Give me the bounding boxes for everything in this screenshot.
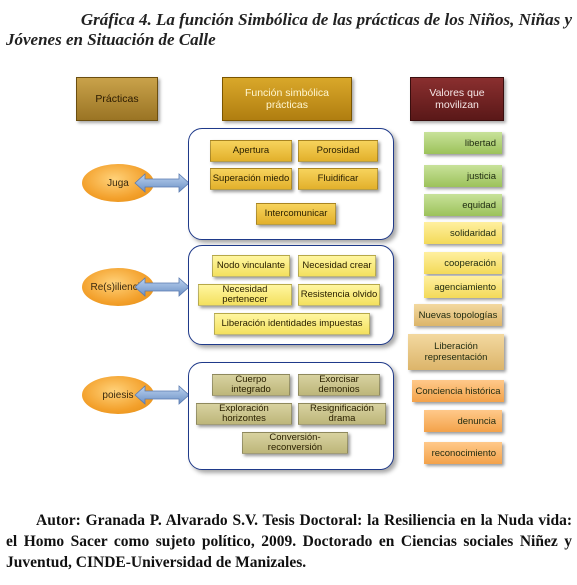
function-intercomunicar: Intercomunicar: [256, 203, 336, 225]
function-superacion-miedo-label: Superación miedo: [212, 173, 290, 184]
function-apertura: Apertura: [210, 140, 292, 162]
figure-caption: Autor: Granada P. Alvarado S.V. Tesis Do…: [6, 512, 572, 571]
function-liberacion-identidades: Liberación identidades impuestas: [214, 313, 370, 335]
function-necesidad-pertenecer: Necesidad pertenecer: [198, 284, 292, 306]
function-apertura-label: Apertura: [232, 145, 270, 156]
value-conciencia-historica-label: Conciencia histórica: [415, 385, 501, 397]
function-superacion-miedo: Superación miedo: [210, 168, 292, 190]
practice-juga-label: Juga: [107, 177, 129, 189]
value-nuevas-topologias: Nuevas topologías: [414, 304, 502, 326]
function-intercomunicar-label: Intercomunicar: [264, 208, 328, 219]
function-liberacion-identidades-label: Liberación identidades impuestas: [221, 318, 363, 329]
value-agenciamiento: agenciamiento: [424, 276, 502, 298]
value-agenciamiento-label: agenciamiento: [434, 281, 496, 293]
function-resistencia-olvido: Resistencia olvido: [298, 284, 380, 306]
function-exploracion-horizontes: Exploración horizontes: [196, 403, 292, 425]
title-line-1: Gráfica 4. La función Simbólica de las p…: [80, 10, 572, 29]
value-denuncia-label: denuncia: [457, 415, 496, 427]
function-porosidad: Porosidad: [298, 140, 378, 162]
value-solidaridad-label: solidaridad: [450, 227, 496, 239]
value-justicia-label: justicia: [466, 170, 496, 182]
double-arrow-2: [134, 277, 190, 297]
function-necesidad-crear-label: Necesidad crear: [302, 260, 372, 271]
function-cuerpo-integrado: Cuerpo integrado: [212, 374, 290, 396]
value-nuevas-topologias-label: Nuevas topologías: [418, 309, 498, 321]
value-libertad: libertad: [424, 132, 502, 154]
practice-poiesis-label: poiesis: [102, 389, 134, 401]
value-equidad: equidad: [424, 194, 502, 216]
title-line-2: Jóvenes en Situación de Calle: [6, 30, 216, 49]
header-practicas: Prácticas: [76, 77, 158, 121]
value-liberacion-representacion-label: Liberación representación: [424, 341, 488, 363]
practice-resiliencia-label: Re(s)iliencia: [90, 281, 146, 293]
value-reconocimiento-label: reconocimiento: [431, 447, 496, 459]
function-fluidificar: Fluidificar: [298, 168, 378, 190]
function-exorcisar-demonios-label: Exorcisar demonios: [318, 374, 360, 395]
value-liberacion-representacion: Liberación representación: [408, 334, 504, 370]
value-conciencia-historica: Conciencia histórica: [412, 380, 504, 402]
function-cuerpo-integrado-label: Cuerpo integrado: [231, 374, 271, 395]
value-solidaridad: solidaridad: [424, 222, 502, 244]
figure-title: Gráfica 4. La función Simbólica de las p…: [6, 10, 572, 50]
function-resignificacion-drama: Resignificación drama: [298, 403, 386, 425]
header-valores: Valores que movilizan: [410, 77, 504, 121]
function-exploracion-horizontes-label: Exploración horizontes: [219, 403, 269, 424]
function-resignificacion-drama-label: Resignificación drama: [310, 403, 374, 424]
value-justicia: justicia: [424, 165, 502, 187]
value-equidad-label: equidad: [462, 199, 496, 211]
header-valores-label: Valores que movilizan: [429, 87, 485, 111]
value-cooperacion-label: cooperación: [444, 257, 496, 269]
function-fluidificar-label: Fluidificar: [317, 173, 359, 184]
function-necesidad-pertenecer-label: Necesidad pertenecer: [222, 284, 268, 305]
function-conversion-reconversion-label: Conversión-reconversión: [267, 432, 323, 453]
header-practicas-label: Prácticas: [95, 93, 139, 105]
function-exorcisar-demonios: Exorcisar demonios: [298, 374, 380, 396]
double-arrow-3: [134, 385, 190, 405]
function-conversion-reconversion: Conversión-reconversión: [242, 432, 348, 454]
header-funcion: Función simbólica prácticas: [222, 77, 352, 121]
function-resistencia-olvido-label: Resistencia olvido: [300, 289, 378, 300]
header-funcion-label: Función simbólica prácticas: [244, 87, 330, 111]
value-reconocimiento: reconocimiento: [424, 442, 502, 464]
value-denuncia: denuncia: [424, 410, 502, 432]
double-arrow-1: [134, 173, 190, 193]
value-cooperacion: cooperación: [424, 252, 502, 274]
function-nodo-vinculante: Nodo vinculante: [212, 255, 290, 277]
function-nodo-vinculante-label: Nodo vinculante: [216, 260, 286, 271]
function-necesidad-crear: Necesidad crear: [298, 255, 376, 277]
function-porosidad-label: Porosidad: [316, 145, 360, 156]
value-libertad-label: libertad: [464, 137, 496, 149]
